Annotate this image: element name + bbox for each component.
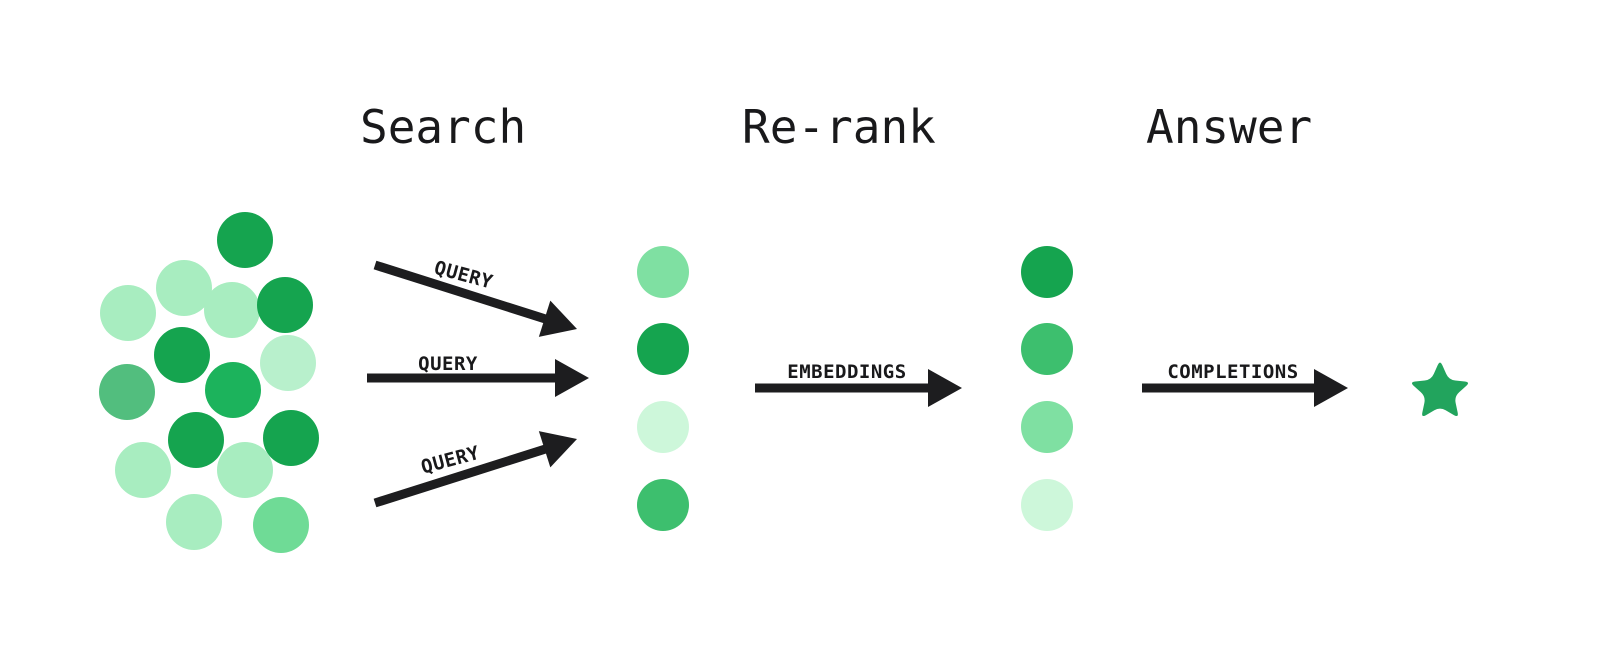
query-1-head bbox=[538, 300, 577, 337]
corpus-dot-5 bbox=[154, 327, 210, 383]
answer-star bbox=[1411, 362, 1469, 417]
retrieved-results-column bbox=[637, 246, 689, 531]
reranked-dot-2 bbox=[1021, 401, 1073, 453]
reranked-dot-0 bbox=[1021, 246, 1073, 298]
reranked-dot-1 bbox=[1021, 323, 1073, 375]
heading-rerank: Re-rank bbox=[742, 100, 936, 154]
corpus-dot-13 bbox=[166, 494, 222, 550]
corpus-dot-4 bbox=[257, 277, 313, 333]
embeddings-arrow-head bbox=[928, 369, 962, 407]
completions-arrow-label: COMPLETIONS bbox=[1167, 361, 1298, 383]
corpus-dot-12 bbox=[217, 442, 273, 498]
query-3-shaft bbox=[373, 443, 550, 508]
corpus-dot-7 bbox=[99, 364, 155, 420]
document-corpus-cluster bbox=[99, 212, 319, 553]
query-2-head bbox=[555, 359, 589, 397]
corpus-dot-1 bbox=[156, 260, 212, 316]
completions-arrow-group: COMPLETIONS bbox=[1142, 361, 1348, 407]
stage-headings: Search Re-rank Answer bbox=[360, 100, 1312, 154]
retrieved-dot-2 bbox=[637, 401, 689, 453]
embeddings-arrow-group: EMBEDDINGS bbox=[755, 361, 962, 407]
corpus-dot-9 bbox=[168, 412, 224, 468]
answer-star-group bbox=[1411, 362, 1469, 417]
corpus-dot-8 bbox=[205, 362, 261, 418]
corpus-dot-2 bbox=[100, 285, 156, 341]
reranked-dot-3 bbox=[1021, 479, 1073, 531]
query-1-shaft bbox=[373, 260, 550, 325]
corpus-dot-0 bbox=[217, 212, 273, 268]
corpus-dot-6 bbox=[260, 335, 316, 391]
completions-arrow-head bbox=[1314, 369, 1348, 407]
query-3-head bbox=[538, 431, 577, 468]
retrieved-dot-3 bbox=[637, 479, 689, 531]
corpus-dot-10 bbox=[263, 410, 319, 466]
retrieved-dot-0 bbox=[637, 246, 689, 298]
embeddings-arrow-label: EMBEDDINGS bbox=[787, 361, 906, 383]
retrieved-dot-1 bbox=[637, 323, 689, 375]
heading-search: Search bbox=[360, 100, 526, 154]
corpus-dot-14 bbox=[253, 497, 309, 553]
query-2-label: QUERY bbox=[418, 353, 478, 375]
corpus-dot-3 bbox=[204, 282, 260, 338]
reranked-results-column bbox=[1021, 246, 1073, 531]
heading-answer: Answer bbox=[1146, 100, 1312, 154]
corpus-dot-11 bbox=[115, 442, 171, 498]
